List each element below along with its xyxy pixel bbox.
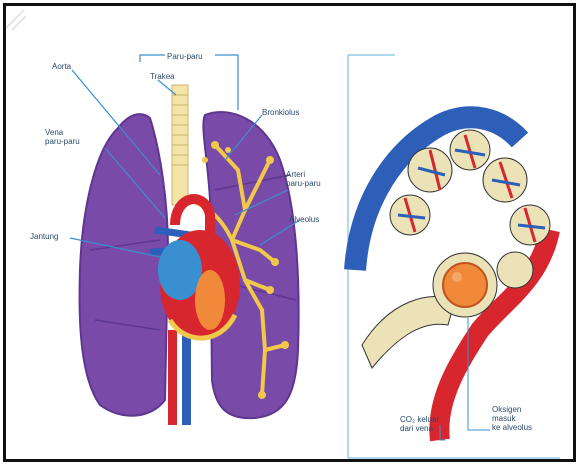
vena-cava	[182, 330, 191, 425]
label-trakea: Trakea	[150, 72, 175, 81]
watermark-icon	[0, 4, 30, 34]
label-bronkiolus: Bronkiolus	[262, 108, 299, 117]
label-paru-paru: Paru-paru	[167, 52, 203, 61]
left-lung	[80, 114, 168, 416]
label-co2: CO₂ keluar dari vena	[400, 415, 439, 433]
alveolus-panel	[348, 55, 560, 458]
label-alveolus: Alveolus	[289, 215, 319, 224]
label-arteri-paru: Arteri paru-paru	[286, 170, 321, 188]
label-jantung: Jantung	[30, 232, 58, 241]
label-oksigen: Oksigen masuk ke alveolus	[492, 405, 532, 432]
label-aorta: Aorta	[52, 62, 71, 71]
label-vena-paru: Vena paru-paru	[45, 128, 80, 146]
